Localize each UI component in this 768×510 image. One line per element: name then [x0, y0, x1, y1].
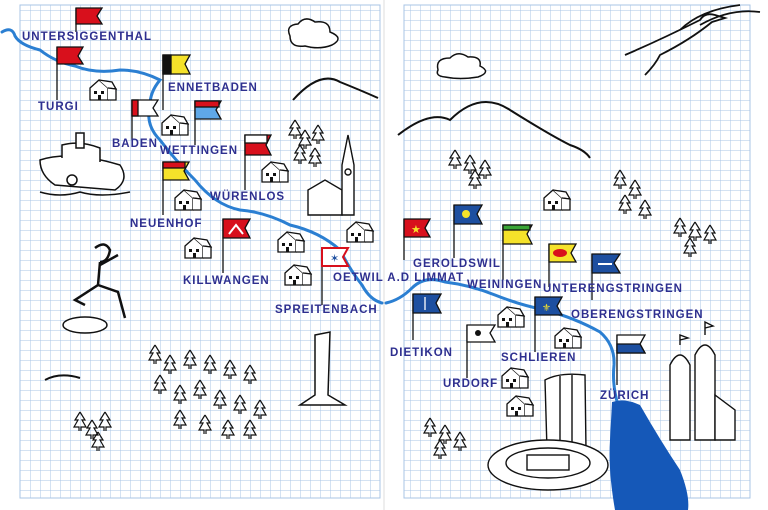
tree-stump-icon: [297, 331, 348, 406]
hill-line: [44, 374, 81, 381]
mountains-right: [397, 101, 591, 159]
label-neuenhof: NEUENHOF: [130, 218, 203, 230]
label-wuerenlos: WÜRENLOS: [210, 191, 286, 203]
flag-untersiggenthal: [75, 7, 104, 32]
label-unterengstringen: UNTERENGSTRINGEN: [543, 283, 683, 295]
label-turgi: TURGI: [38, 101, 79, 113]
label-killwangen: KILLWANGEN: [183, 275, 270, 287]
label-oetwil: OETWIL A.D LIMMAT: [333, 272, 465, 284]
label-spreitenbach: SPREITENBACH: [275, 304, 378, 316]
zurich-lake: [609, 400, 689, 510]
svg-text:★: ★: [411, 224, 421, 236]
stone-icon: [62, 316, 108, 334]
flag-weiningen: [502, 224, 534, 280]
label-schlieren: SCHLIEREN: [501, 352, 577, 364]
label-zuerich: ZÜRICH: [600, 390, 650, 402]
label-weiningen: WEININGEN: [467, 279, 543, 291]
svg-text:✶: ✶: [330, 253, 339, 265]
flag-baden: [131, 99, 160, 140]
cathedral-icon: [669, 320, 736, 441]
label-ennetbaden: ENNETBADEN: [168, 82, 258, 94]
label-urdorf: URDORF: [443, 378, 499, 390]
prime-tower-icon: [544, 373, 587, 451]
mountains-left: [292, 77, 379, 101]
flag-schlieren: ⚜: [534, 296, 564, 352]
label-wettingen: WETTINGEN: [160, 145, 238, 157]
flag-turgi: [56, 46, 85, 100]
flag-urdorf: [466, 324, 497, 378]
svg-text:⚜: ⚜: [542, 303, 551, 314]
label-geroldswil: GEROLDSWIL: [413, 258, 501, 270]
flag-wettingen: [194, 100, 223, 145]
cloud-icon: [436, 53, 487, 80]
runner-figure-icon: [72, 243, 127, 319]
flag-wuerenlos: [244, 134, 273, 190]
flag-oetwil: ★: [403, 218, 432, 260]
flag-geroldswil: [453, 204, 484, 258]
label-baden: BADEN: [112, 138, 158, 150]
flag-dietikon: [412, 293, 443, 340]
limmat-river-right: [384, 278, 620, 407]
cloud-icon: [287, 18, 339, 49]
flags: ✶ ★ ⚜: [56, 7, 647, 385]
flag-ennetbaden: [162, 54, 192, 110]
flag-killwangen: [222, 218, 252, 273]
flag-unterengstringen: [548, 243, 578, 287]
flag-spreitenbach: ✶: [321, 247, 350, 305]
flag-neuenhof: [162, 161, 191, 215]
flag-zuerich: [616, 334, 647, 385]
label-dietikon: DIETIKON: [390, 347, 453, 359]
stadium-icon: [487, 439, 609, 491]
label-oberengstringen: OBERENGSTRINGEN: [571, 309, 704, 321]
label-untersiggenthal: UNTERSIGGENTHAL: [22, 31, 152, 43]
flag-oberengstringen: [591, 253, 622, 300]
steamboat-icon: [39, 132, 131, 196]
church-icon: [307, 134, 355, 216]
bird-icon: [624, 4, 761, 76]
